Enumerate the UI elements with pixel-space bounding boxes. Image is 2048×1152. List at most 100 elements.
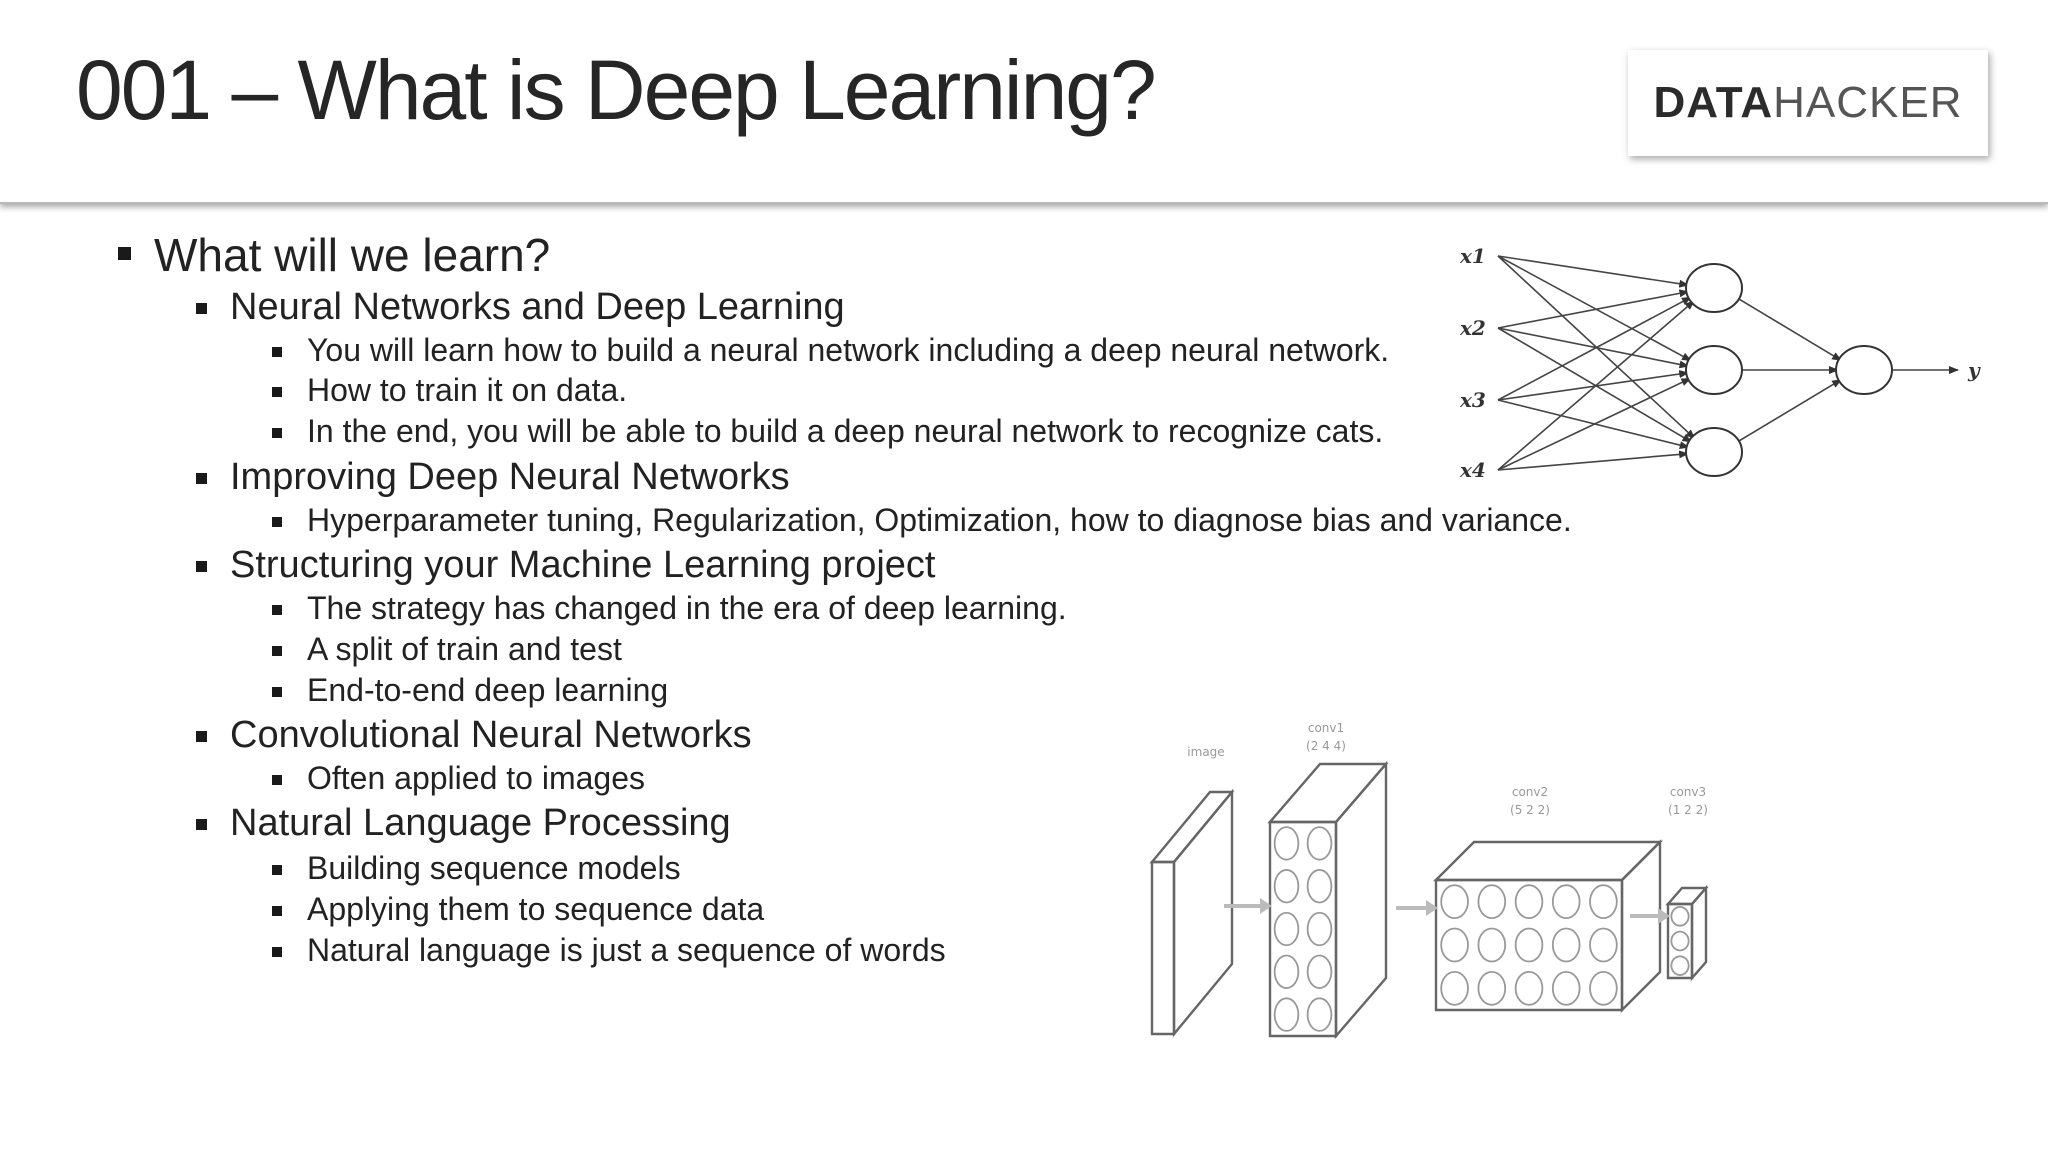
input-hidden-edge (1497, 450, 1690, 471)
feature-map-circle (1306, 997, 1333, 1032)
square-bullet-icon (272, 646, 282, 656)
square-bullet-icon (196, 819, 207, 830)
input-hidden-edge (1497, 255, 1690, 288)
input-hidden-edge (1497, 399, 1690, 450)
network-edges (1497, 255, 1959, 471)
input-label: x3 (1459, 388, 1486, 412)
section-item: The strategy has changed in the era of d… (307, 590, 1067, 626)
cnn-layer-dims: (1 2 2) (1668, 803, 1708, 817)
outline-heading: What will we learn? (154, 229, 551, 281)
conv2-block-front (1434, 878, 1624, 1012)
square-bullet-icon (272, 387, 282, 397)
input-hidden-edge (1497, 289, 1690, 329)
section-item: You will learn how to build a neural net… (307, 332, 1390, 368)
network-nodes (1685, 263, 1893, 477)
feature-map-circle (1551, 884, 1581, 920)
hidden-output-edge (1734, 378, 1843, 445)
section-heading: Neural Networks and Deep Learning (230, 286, 845, 328)
section-heading: Improving Deep Neural Networks (230, 456, 790, 498)
square-bullet-icon (196, 303, 207, 314)
feature-map-circle (1306, 826, 1333, 861)
input-hidden-edge (1497, 300, 1695, 471)
input-image-slab-top (1149, 790, 1235, 864)
square-bullet-icon (196, 473, 207, 484)
feature-map-circle (1273, 997, 1300, 1032)
feature-map-circle (1273, 911, 1300, 947)
feature-map-circle (1306, 869, 1333, 904)
section-heading: Convolutional Neural Networks (230, 714, 752, 756)
input-hidden-edge (1497, 327, 1690, 369)
input-image-slab-front (1150, 860, 1176, 1036)
hidden-neuron (1685, 427, 1743, 477)
feature-map-circle (1551, 927, 1581, 963)
section-item: Often applied to images (307, 760, 645, 796)
section-heading: Structuring your Machine Learning projec… (230, 544, 936, 586)
input-label: x2 (1459, 316, 1486, 340)
feature-map-circle (1273, 869, 1300, 904)
feature-map-circle (1273, 954, 1300, 989)
square-bullet-icon (272, 865, 282, 875)
logo-text-bold: DATA (1653, 78, 1774, 127)
feature-map-circle (1670, 955, 1690, 976)
feature-map-circle (1589, 927, 1618, 963)
square-bullet-icon (272, 906, 282, 916)
layer-flow-arrowhead (1658, 908, 1670, 924)
layer-flow-arrowhead (1260, 898, 1272, 914)
feature-map-circle (1477, 970, 1507, 1006)
feature-map-circle (1514, 970, 1544, 1006)
section-heading: Natural Language Processing (230, 802, 731, 844)
feature-map-circle (1306, 911, 1333, 947)
feature-map-circle (1477, 884, 1507, 920)
feature-map-circle (1514, 927, 1544, 963)
square-bullet-icon (272, 947, 282, 957)
feature-map-circle (1670, 906, 1690, 927)
cnn-layer-dims: (2 4 4) (1306, 739, 1346, 753)
section-item: Applying them to sequence data (307, 891, 765, 927)
section-item: How to train it on data. (307, 372, 628, 408)
section-item: Natural language is just a sequence of w… (307, 932, 946, 968)
feature-map-circle (1514, 884, 1544, 920)
conv3-block (1665, 884, 1709, 982)
conv3-block-side (1690, 884, 1708, 982)
input-label: x4 (1459, 458, 1486, 482)
conv2-block (1433, 839, 1663, 1013)
section-item: End-to-end deep learning (307, 672, 669, 708)
feature-map-circle (1589, 970, 1618, 1006)
slide-title: 001 – What is Deep Learning? (76, 43, 1157, 137)
conv1-block-side (1334, 760, 1388, 1040)
feature-map-circle (1440, 884, 1469, 920)
square-bullet-icon (272, 517, 282, 527)
feature-map-circle (1477, 927, 1507, 963)
output-label: y (1967, 358, 1981, 382)
input-hidden-edge (1497, 377, 1692, 471)
output-neuron (1835, 345, 1893, 395)
input-hidden-edge (1497, 370, 1690, 401)
cnn-layer-name: conv3 (1670, 785, 1706, 799)
square-bullet-icon (272, 605, 282, 615)
input-hidden-edge (1497, 255, 1692, 362)
hidden-output-edge (1734, 295, 1843, 362)
logo-text-light: HACKER (1773, 78, 1963, 127)
section-item: Hyperparameter tuning, Regularization, O… (307, 502, 1572, 538)
conv1-block (1267, 760, 1389, 1040)
square-bullet-icon (272, 687, 282, 697)
input-image-slab-side (1172, 788, 1234, 1038)
feature-map-circle (1440, 970, 1469, 1006)
conv2-block-side (1620, 839, 1662, 1013)
layer-flow-arrowhead (1426, 900, 1438, 916)
cnn-layer-dims: (5 2 2) (1510, 803, 1550, 817)
square-bullet-icon (196, 731, 207, 742)
square-bullet-icon (272, 775, 282, 785)
cnn-layer-blocks (1149, 760, 1709, 1040)
feature-map-circle (1273, 826, 1300, 861)
feature-map-circle (1551, 970, 1581, 1006)
section-item: In the end, you will be able to build a … (307, 413, 1384, 449)
section-item: Building sequence models (307, 850, 681, 886)
cnn-layer-name: image (1187, 745, 1224, 759)
